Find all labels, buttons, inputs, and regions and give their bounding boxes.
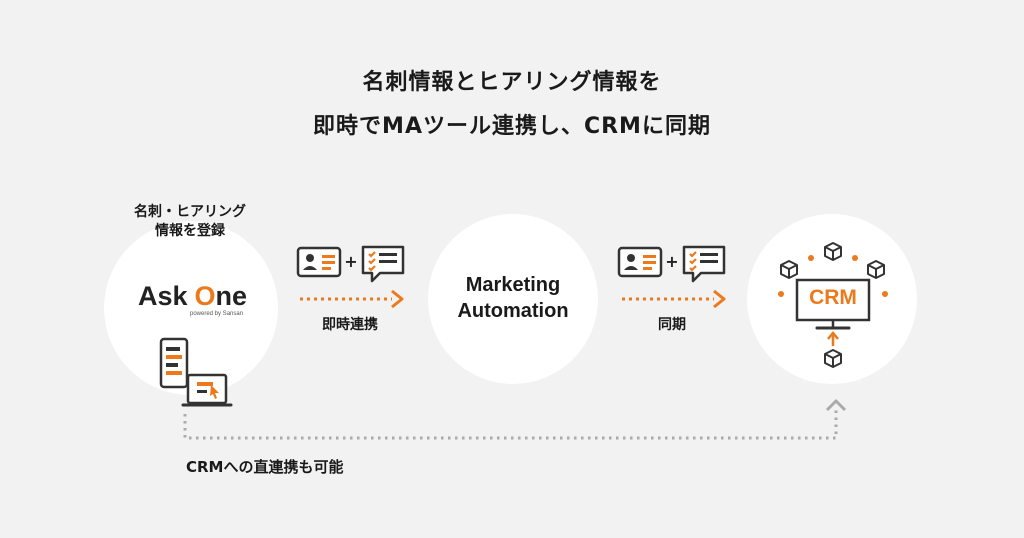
plus-2: + [665,252,679,271]
crm-label: CRM [809,286,857,309]
askone-brand-o: O [194,281,216,311]
askone-brand-ne: ne [215,281,248,311]
direct-link-connector [183,399,847,440]
arrow-right-2 [622,289,726,309]
crm-system-icon [778,242,888,368]
cube-icon-right [867,260,885,279]
phone-laptop-icon [159,337,233,407]
cube-icon-left [780,260,798,279]
cube-icon-top [824,242,842,261]
ma-circle [428,214,598,384]
arrow-right-1 [300,289,404,309]
arrow-2-label: 同期 [658,317,686,333]
askone-brand-ask: Ask [138,281,188,311]
ma-text-line-2: Automation [457,300,569,322]
askone-powered-by: powered by Sansan [190,311,244,317]
cube-icon-bottom [824,349,842,368]
bottom-link-label: CRMへの直連携も可能 [186,458,344,476]
checklist-speech-icon [361,245,405,283]
arrow-1-label: 即時連携 [322,317,378,333]
askone-caption-line-2: 情報を登録 [155,223,225,239]
headline-line-1: 名刺情報とヒアリング情報を [362,70,662,95]
ma-text-line-1: Marketing [465,274,561,296]
askone-circle [104,221,278,395]
headline-line-2: 即時でMAツール連携し、CRMに同期 [313,114,711,139]
plus-1: + [344,252,358,271]
business-card-icon-2 [617,246,663,278]
askone-caption-line-1: 名刺・ヒアリング [134,204,246,220]
business-card-icon [296,246,342,278]
checklist-speech-icon-2 [682,245,726,283]
